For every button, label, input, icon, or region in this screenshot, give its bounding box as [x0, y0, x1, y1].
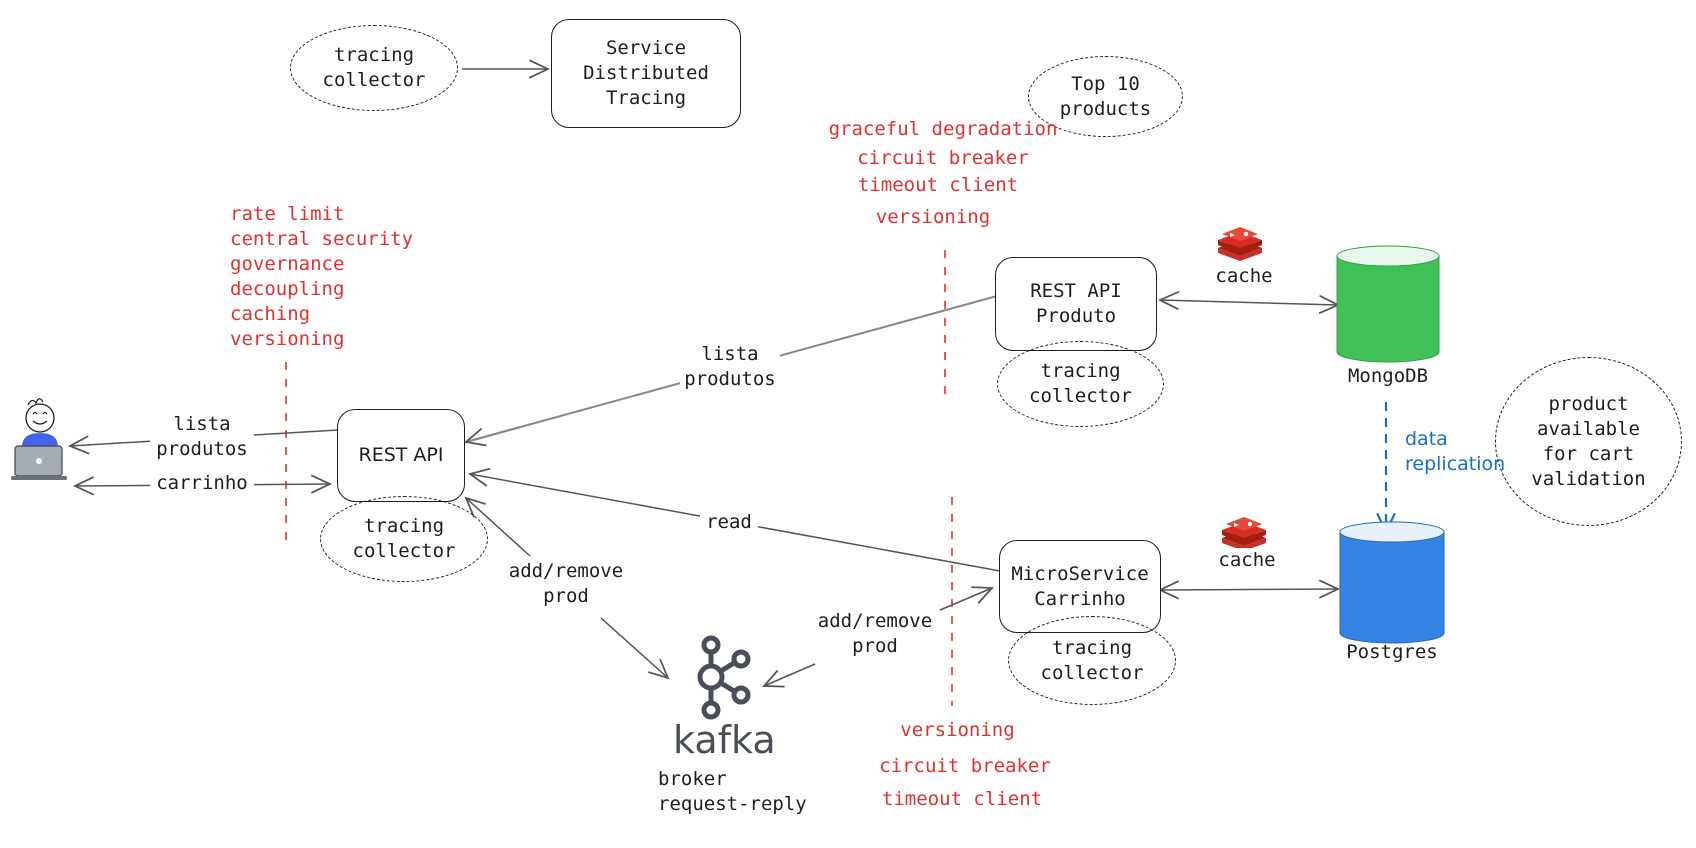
arrow-addremove-to-restapi	[464, 496, 531, 557]
rest-api-produto-box: REST API Produto	[995, 257, 1157, 351]
client-lista-produtos-label: lista produtos	[150, 412, 254, 462]
postgres-label: Postgres	[1346, 641, 1438, 663]
cart-note-circuit-breaker: circuit breaker	[879, 755, 1051, 777]
arrow-produto-mongodb	[1157, 290, 1341, 315]
rest-api-produto-tracing-collector: tracing collector	[997, 341, 1164, 427]
product-note-graceful-degradation: graceful degradation	[828, 118, 1058, 140]
top-products-ellipse: Top 10 products	[1028, 56, 1183, 137]
redis-icon	[1218, 227, 1262, 261]
gateway-note-rate-limit: rate limit	[230, 203, 345, 225]
cart-note-timeout-client: timeout client	[881, 788, 1043, 810]
arrow-addremove-to-carrinho	[939, 586, 994, 611]
kafka-caption: broker request-reply	[658, 768, 807, 815]
edge-lista-produtos-label: lista produtos	[680, 342, 780, 392]
cart-note-versioning: versioning	[900, 719, 1015, 741]
kafka-wordmark: kafka	[673, 718, 776, 762]
user-laptop-icon	[11, 398, 67, 480]
arrow-carrinho-postgres	[1157, 579, 1341, 600]
client-carrinho-label: carrinho	[150, 471, 254, 496]
microservice-carrinho-tracing-collector: tracing collector	[1008, 616, 1176, 705]
gateway-note-versioning: versioning	[230, 328, 345, 350]
cache-label-bottom: cache	[1212, 548, 1282, 573]
kafka-logo-icon	[697, 635, 751, 720]
mongodb-cylinder	[1336, 245, 1440, 363]
data-replication-label: data replication	[1405, 428, 1506, 475]
arrow-addremove-from-carrinho-to-kafka	[762, 663, 816, 688]
cache-label-top: cache	[1209, 264, 1279, 289]
product-note-versioning: versioning	[875, 206, 991, 228]
gateway-note-governance: governance	[230, 253, 345, 275]
edge-read-label: read	[700, 510, 758, 535]
gateway-note-caching: caching	[230, 303, 311, 325]
redis-icon	[1222, 517, 1266, 551]
product-note-circuit-breaker: circuit breaker	[857, 147, 1029, 169]
product-available-ellipse: product available for cart validation	[1495, 357, 1682, 526]
product-note-timeout-client: timeout client	[857, 174, 1019, 196]
arrow-produto-to-restapi-head	[464, 426, 521, 447]
arrow-addremove-to-kafka	[600, 617, 670, 680]
service-distributed-tracing-box: Service Distributed Tracing	[551, 19, 741, 128]
rest-api-box: REST API	[337, 409, 465, 502]
gateway-note-central-security: central security	[230, 228, 414, 250]
gateway-note-decoupling: decoupling	[230, 278, 345, 300]
rest-api-tracing-collector: tracing collector	[320, 496, 488, 582]
tracing-collector-top: tracing collector	[290, 25, 458, 111]
postgres-cylinder	[1339, 521, 1445, 644]
mongodb-label: MongoDB	[1347, 365, 1429, 387]
edge-add-remove-right-label: add/remove prod	[814, 609, 936, 659]
edge-add-remove-left-label: add/remove prod	[505, 559, 627, 609]
